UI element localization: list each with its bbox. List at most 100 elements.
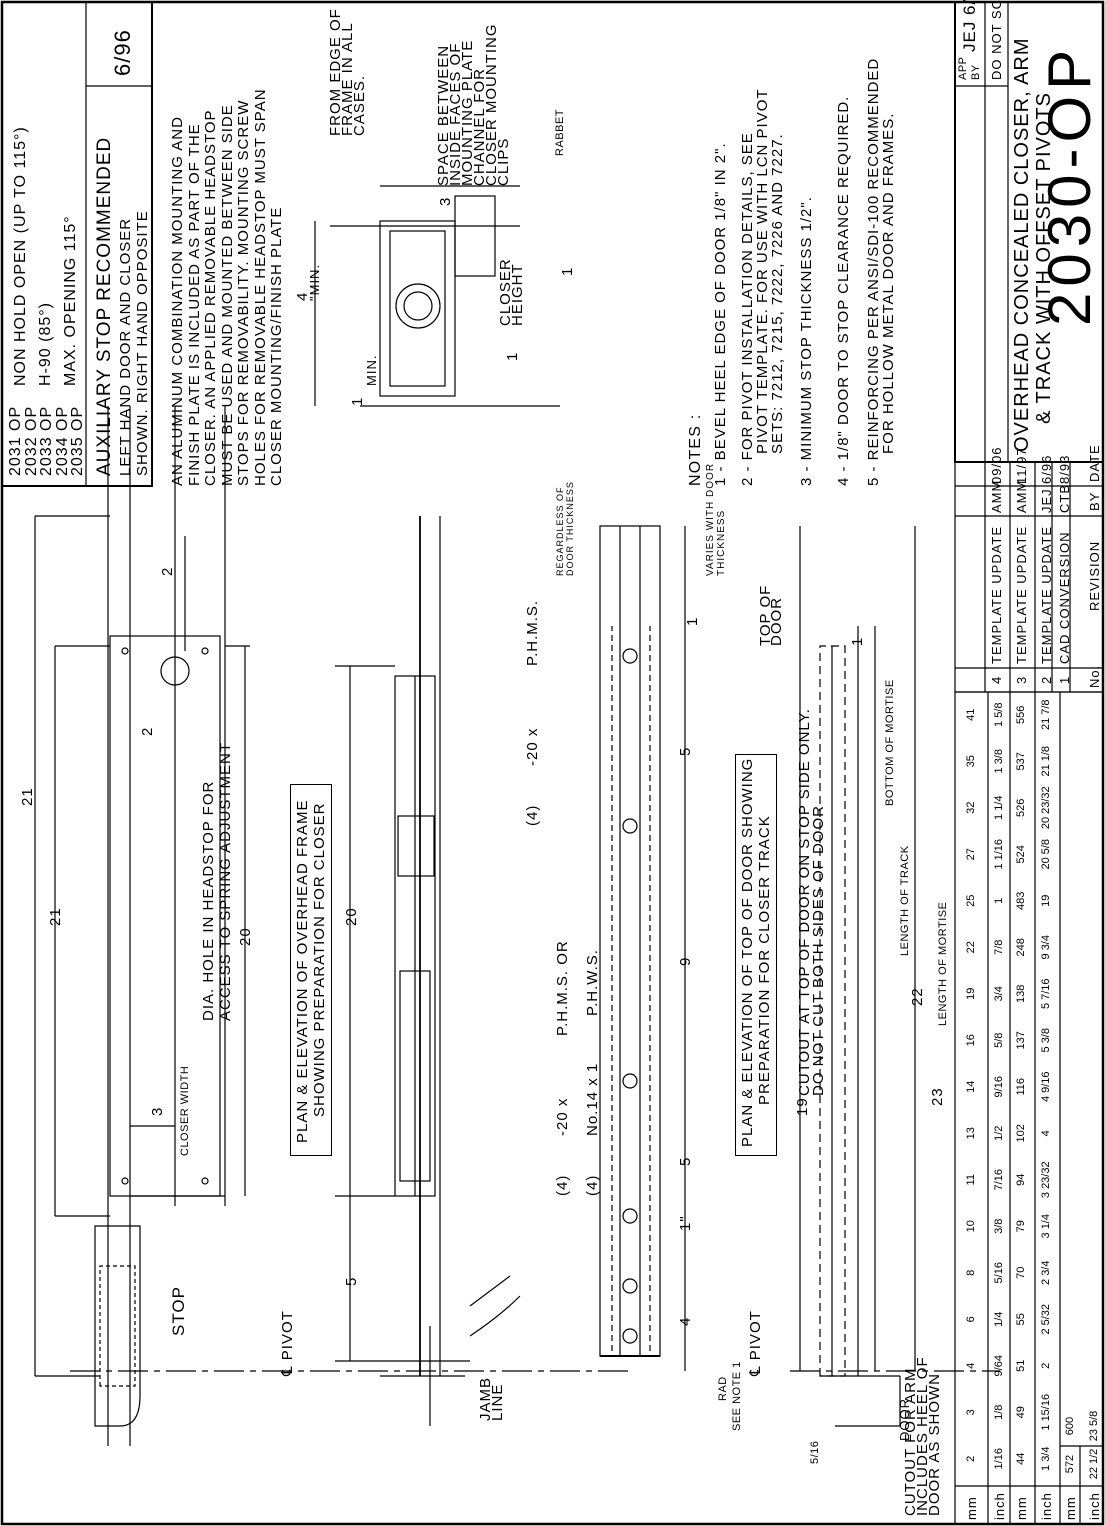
rev-desc: TEMPLATE UPDATE bbox=[1014, 525, 1029, 664]
screw-note-3-size: -20 x bbox=[524, 727, 541, 766]
aux-stop-date: 6/96 bbox=[110, 29, 135, 76]
regardless-note: REGARDLESS OF DOOR THICKNESS bbox=[555, 481, 575, 576]
drawing-number: 2030-OP bbox=[1036, 43, 1103, 326]
dim-1-3-8: 1 bbox=[849, 636, 866, 646]
note-num: 4 - bbox=[835, 465, 852, 486]
conversion-cell: 4 bbox=[965, 1362, 977, 1369]
title-line-1: OVERHEAD CONCEALED CLOSER, ARM bbox=[1011, 37, 1033, 452]
conversion-cell: 13 bbox=[965, 1127, 977, 1140]
dim-1-5-8: 1 bbox=[504, 351, 521, 361]
aluminum-note-line: AN ALUMINUM COMBINATION MOUNTING AND bbox=[169, 116, 186, 486]
dim-21-7-8: 21 bbox=[19, 787, 36, 806]
space-between-note: SPACE BETWEEN INSIDE FACES OF MOUNTING P… bbox=[435, 23, 512, 186]
conversion-cell: 138 bbox=[1015, 984, 1027, 1003]
dim-1-3-4: 1 bbox=[349, 396, 366, 406]
conversion-cell: 1 5/8 bbox=[993, 702, 1005, 727]
conversion-cell: 27 bbox=[965, 848, 977, 861]
cutout-arm-note: CUTOUT FOR ARM INCLUDES HEEL OF DOOR AS … bbox=[902, 1356, 943, 1516]
note-3: 3 - MINIMUM STOP THICKNESS 1/2". bbox=[798, 196, 815, 486]
conversion-cell: 572 bbox=[1064, 1454, 1076, 1474]
note-2: 2 - FOR PIVOT INSTALLATION DETAILS, SEE … bbox=[739, 88, 786, 486]
note-1: 1 - BEVEL HEEL EDGE OF DOOR 1/8" IN 2". bbox=[712, 142, 729, 486]
conversion-cell: 94 bbox=[1015, 1173, 1027, 1186]
note-1-line: 1 - BEVEL HEEL EDGE OF DOOR 1/8" IN 2". bbox=[712, 142, 729, 486]
rev-by: AMM bbox=[1014, 479, 1029, 513]
conversion-cell: 5 7/16 bbox=[1040, 978, 1052, 1010]
dim-4-9-16: 4 bbox=[677, 1316, 694, 1326]
pivot-label-lower: ℄ PIVOT bbox=[747, 1310, 764, 1376]
hole-note-line: ACCESS TO SPRING ADJUSTMENT bbox=[217, 742, 234, 1021]
conversion-cell: 5 3/8 bbox=[1040, 1028, 1052, 1053]
conversion-cell: 116 bbox=[1015, 1077, 1027, 1096]
screw-note-1-type: P.H.M.S. OR bbox=[554, 940, 571, 1036]
dim-9-3-4: 9 bbox=[677, 956, 694, 966]
aluminum-note-line: CLOSER MOUNTING/FINISH PLATE bbox=[268, 206, 285, 486]
conversion-cell: 248 bbox=[1015, 938, 1027, 957]
note-num: 5 - bbox=[865, 465, 882, 486]
conversion-cell: 137 bbox=[1015, 1031, 1027, 1050]
pivot-label-upper: ℄ PIVOT bbox=[279, 1310, 296, 1376]
conversion-cell: 9/16 bbox=[993, 1076, 1005, 1098]
model-2034: 2034 OP bbox=[53, 405, 71, 476]
rev-no: 4 bbox=[989, 675, 1004, 684]
conversion-cell: 1 15/16 bbox=[1040, 1393, 1052, 1431]
dim-2-3-4: 2 bbox=[159, 566, 176, 576]
bottom-mortise-label: BOTTOM OF MORTISE bbox=[884, 679, 896, 806]
conversion-cell: 1 1/16 bbox=[993, 838, 1005, 870]
note-text: MINIMUM STOP THICKNESS 1/2". bbox=[798, 196, 815, 461]
screw-note-2-type: P.H.W.S. bbox=[584, 949, 601, 1016]
aluminum-note: AN ALUMINUM COMBINATION MOUNTING AND FIN… bbox=[169, 88, 286, 486]
aluminum-note-line: CLOSER. AN APPLIED REMOVABLE HEADSTOP bbox=[202, 109, 219, 486]
rad-label: RAD bbox=[717, 1376, 729, 1401]
note-text: BEVEL HEEL EDGE OF DOOR 1/8" IN 2". bbox=[712, 142, 729, 461]
conversion-cell: 102 bbox=[1015, 1124, 1027, 1143]
rev-desc: TEMPLATE UPDATE bbox=[1039, 525, 1054, 664]
conversion-cell: 7/16 bbox=[993, 1169, 1005, 1191]
model-desc: NON HOLD OPEN (UP TO 115°) H-90 (85°) MA… bbox=[8, 126, 83, 386]
dim-1-15-16: 1 bbox=[559, 266, 576, 276]
conv-label-mm: mm bbox=[964, 1496, 979, 1520]
note-2-line: PIVOT TEMPLATE. FOR USE WITH LCN PIVOT bbox=[754, 88, 771, 486]
conversion-cell: 9/64 bbox=[993, 1355, 1005, 1377]
note-5: 5 - REINFORCING PER ANSI/SDI-100 RECOMME… bbox=[865, 58, 897, 486]
aux-stop-desc-2: SHOWN. RIGHT HAND OPPOSITE bbox=[134, 210, 151, 476]
app-value: JEJ 6/96 bbox=[960, 0, 979, 52]
model-2032: 2032 OP bbox=[22, 405, 40, 476]
conversion-cell: 3 1/4 bbox=[1040, 1214, 1052, 1239]
dim-21-1-8: 21 bbox=[47, 907, 64, 926]
screw-note-1-qty: (4) bbox=[554, 1174, 571, 1196]
conversion-cell: 3 bbox=[965, 1409, 977, 1416]
cutout-arm-line: DOOR AS SHOWN bbox=[926, 1372, 943, 1516]
conversion-cell: 2 bbox=[965, 1455, 977, 1462]
conversion-cell: 1 bbox=[993, 897, 1005, 904]
dim-1-1-4: 1 bbox=[684, 616, 701, 626]
conversion-cell: 1/16 bbox=[993, 1448, 1005, 1470]
min2-label: MIN. bbox=[364, 354, 379, 386]
rev-no: 2 bbox=[1039, 675, 1054, 684]
rabbet-label: RABBET bbox=[554, 108, 566, 156]
conversion-cell: 3/4 bbox=[993, 986, 1005, 1002]
conversion-cell: 2 bbox=[1040, 1362, 1052, 1369]
conversion-cell: 3/8 bbox=[993, 1218, 1005, 1234]
conversion-cell: 1/2 bbox=[993, 1125, 1005, 1141]
dim-20-5-8: 20 bbox=[343, 907, 360, 926]
regardless-line: REGARDLESS OF bbox=[555, 486, 565, 576]
screw-note-3-qty: (4) bbox=[524, 804, 541, 826]
rev-by: AMM bbox=[989, 479, 1004, 513]
closer-width-label: CLOSER WIDTH bbox=[179, 1065, 191, 1156]
frame-caption-box: PLAN & ELEVATION OF OVERHEAD FRAME SHOWI… bbox=[290, 784, 332, 1156]
rev-desc: CAD CONVERSION bbox=[1057, 531, 1072, 664]
conversion-cell: 23 5/8 bbox=[1088, 1410, 1100, 1442]
closer-height-line: HEIGHT bbox=[509, 263, 526, 326]
jamb-line-label: JAMB LINE bbox=[477, 1377, 506, 1421]
cutout-note: CUTOUT AT TOP OF DOOR ON STOP SIDE ONLY.… bbox=[796, 708, 827, 1096]
app-label: APP bbox=[957, 56, 969, 80]
screw-note-2-qty: (4) bbox=[584, 1174, 601, 1196]
dim-5-7-16: 5 bbox=[343, 1276, 360, 1286]
door-caption-1: PLAN & ELEVATION OF TOP OF DOOR SHOWING bbox=[739, 757, 756, 1147]
conversion-cell: 25 bbox=[965, 894, 977, 907]
conversion-cell: 55 bbox=[1015, 1313, 1027, 1326]
note-2-line: SETS: 7212, 7215, 7222, 7226 AND 7227. bbox=[769, 88, 786, 486]
note-num: 3 - bbox=[798, 465, 815, 486]
dim-2-5-32: 2 bbox=[139, 726, 156, 736]
